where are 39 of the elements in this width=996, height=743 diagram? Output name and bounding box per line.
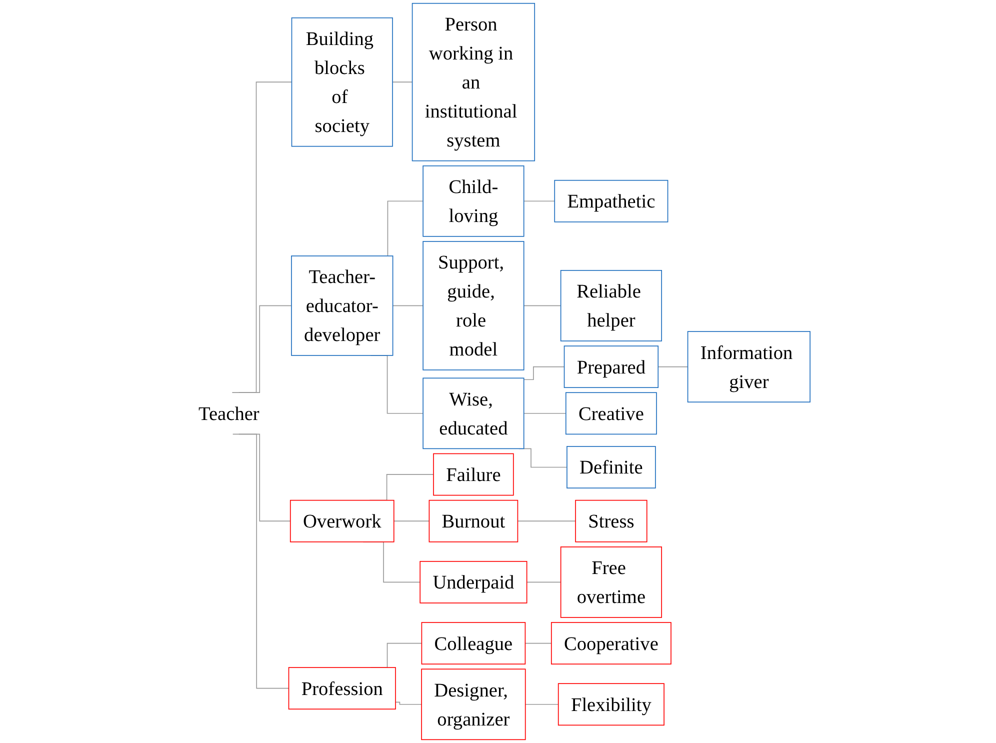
node-box: Failure <box>433 453 514 496</box>
connector <box>393 520 430 522</box>
connector <box>238 305 292 394</box>
connector <box>392 305 424 306</box>
node-box: Underpaid <box>420 560 528 604</box>
node-box: Creative <box>565 392 657 435</box>
node-box: Colleague <box>421 622 526 664</box>
connector <box>523 366 565 380</box>
connector <box>526 582 562 583</box>
node-box: Prepared <box>564 346 659 388</box>
node-box: Information giver <box>687 331 810 402</box>
node-box: Empathetic <box>554 180 668 222</box>
node-box: Flexibility <box>558 683 664 726</box>
connector <box>517 520 576 522</box>
connector <box>523 305 562 306</box>
connector <box>524 704 559 705</box>
connector <box>658 366 688 368</box>
node-box: Wise, educated <box>422 378 524 450</box>
node-box: Designer, organizer <box>421 668 526 740</box>
node-box: Reliable helper <box>560 270 662 342</box>
node-box: Burnout <box>428 500 518 542</box>
node-box: Stress <box>575 500 648 542</box>
node-box: Cooperative <box>550 622 672 664</box>
node-box: Profession <box>288 667 396 710</box>
node-box: Overwork <box>290 500 394 542</box>
node-box: Building blocks of society <box>291 17 393 147</box>
connector <box>523 412 566 414</box>
connector <box>523 200 556 202</box>
connector <box>232 82 292 394</box>
node-box: Child-loving <box>422 165 524 237</box>
node-box: Teacher-educator-developer <box>291 256 394 356</box>
node-box: Definite <box>566 446 656 488</box>
connector <box>395 702 422 705</box>
node-box: Support, guide, role model <box>422 241 524 370</box>
connector <box>232 434 290 689</box>
node-text: Teacher <box>198 402 260 424</box>
node-box: Person working in an institutional system <box>412 2 536 162</box>
node-box: Free overtime <box>560 546 662 618</box>
connector <box>524 642 552 644</box>
